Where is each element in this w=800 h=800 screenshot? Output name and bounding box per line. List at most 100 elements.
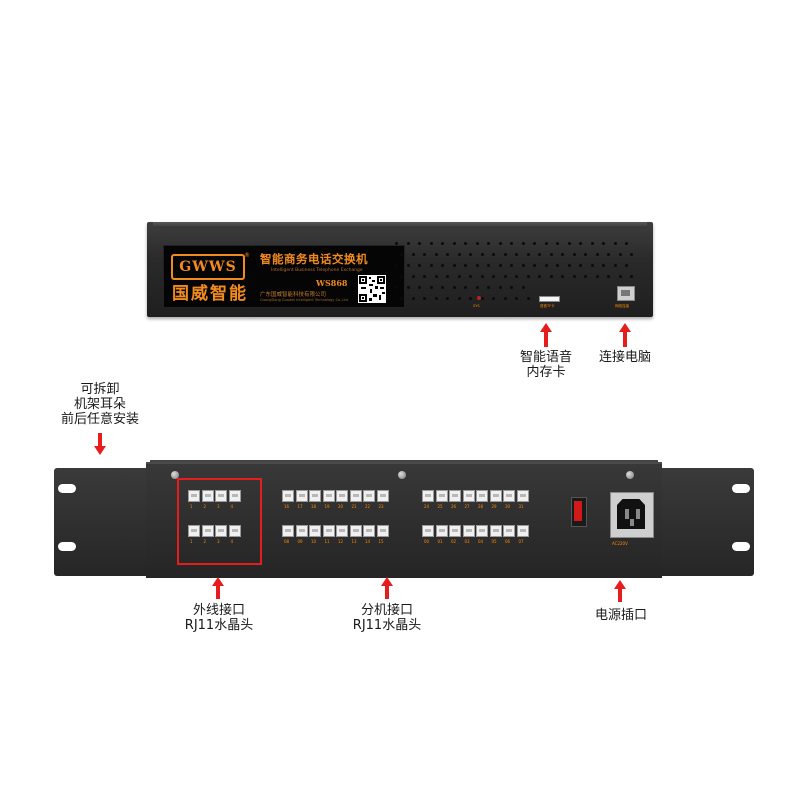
extension-port-number: 04: [478, 539, 484, 544]
extension-port[interactable]: [295, 490, 308, 502]
extension-port[interactable]: [489, 490, 502, 502]
vent-hole: [441, 264, 444, 267]
extension-port[interactable]: [462, 490, 475, 502]
vent-hole: [526, 275, 530, 278]
trunk-port-number: 3: [217, 539, 220, 544]
vent-hole: [452, 264, 456, 267]
extension-port[interactable]: [376, 525, 389, 537]
extension-port[interactable]: [435, 525, 448, 537]
lan-port[interactable]: [617, 286, 635, 301]
extension-port[interactable]: [309, 490, 321, 502]
vent-hole: [579, 242, 582, 245]
vent-hole: [515, 253, 518, 256]
vent-hole: [584, 253, 587, 256]
vent-hole: [526, 253, 530, 256]
extension-port[interactable]: [503, 525, 515, 537]
vent-hole: [441, 286, 444, 289]
front-top-bevel: [153, 222, 647, 228]
tf-card-slot[interactable]: [539, 296, 560, 302]
extension-port[interactable]: [282, 525, 294, 537]
vent-hole: [406, 264, 410, 267]
vent-hole: [411, 253, 415, 256]
brand-name-cn: 国威智能: [172, 284, 248, 304]
extension-port[interactable]: [476, 490, 488, 502]
extension-port[interactable]: [376, 490, 389, 502]
extension-port[interactable]: [489, 525, 502, 537]
trunk-port-number: 2: [203, 539, 207, 544]
extension-port-number: 00: [424, 539, 430, 544]
extension-port-number: 03: [464, 539, 470, 544]
trunk-port[interactable]: [228, 525, 241, 537]
arrow-up-icon: [619, 323, 631, 347]
vent-hole: [452, 286, 456, 289]
vent-hole: [492, 253, 495, 256]
vent-hole: [475, 264, 479, 267]
extension-port[interactable]: [503, 490, 515, 502]
trunk-port[interactable]: [188, 525, 200, 537]
vent-hole: [503, 297, 507, 300]
extension-port[interactable]: [336, 490, 348, 502]
extension-port[interactable]: [349, 525, 362, 537]
vent-hole: [423, 297, 426, 300]
vent-hole: [475, 286, 479, 289]
vent-hole: [411, 275, 415, 278]
extension-port[interactable]: [476, 525, 488, 537]
vent-hole: [567, 242, 571, 245]
extension-port-number: 05: [491, 539, 497, 544]
vent-hole: [400, 253, 403, 256]
trunk-port[interactable]: [201, 525, 214, 537]
extension-port-number: 21: [351, 504, 357, 509]
trunk-port[interactable]: [215, 525, 227, 537]
vent-hole: [510, 264, 513, 267]
trunk-port-number: 1: [190, 504, 193, 509]
trunk-port[interactable]: [201, 490, 214, 502]
power-socket[interactable]: [610, 492, 654, 538]
arrow-up-icon: [614, 580, 626, 602]
power-switch[interactable]: [571, 497, 587, 527]
extension-port-number: 02: [451, 539, 457, 544]
extension-port-number: 11: [324, 539, 330, 544]
vent-hole: [434, 297, 438, 300]
extension-port-number: 12: [338, 539, 344, 544]
extension-port[interactable]: [363, 490, 375, 502]
vent-hole: [457, 253, 461, 256]
trunk-port-number: 2: [203, 504, 207, 509]
extension-port-number: 01: [437, 539, 443, 544]
extension-port[interactable]: [322, 525, 335, 537]
vent-hole: [429, 286, 433, 289]
extension-port[interactable]: [462, 525, 475, 537]
pc-annotation: 连接电脑: [598, 350, 651, 365]
vent-hole: [395, 264, 398, 267]
power-annotation: 电源插口: [594, 608, 647, 623]
extension-port[interactable]: [516, 490, 529, 502]
extension-port[interactable]: [295, 525, 308, 537]
trunk-port[interactable]: [188, 490, 200, 502]
extension-port[interactable]: [435, 490, 448, 502]
screw-icon: [626, 471, 634, 479]
extension-port[interactable]: [516, 525, 529, 537]
extension-port-number: 18: [311, 504, 317, 509]
extension-port[interactable]: [336, 525, 348, 537]
extension-port[interactable]: [363, 525, 375, 537]
ventilation-grille: [395, 242, 635, 312]
extension-port[interactable]: [309, 525, 321, 537]
trunk-port-number: 4: [230, 504, 234, 509]
trunk-port[interactable]: [228, 490, 241, 502]
vent-hole: [533, 264, 536, 267]
trunk-port[interactable]: [215, 490, 227, 502]
extension-port[interactable]: [422, 490, 434, 502]
registered-mark: ®: [244, 252, 250, 259]
vent-hole: [423, 253, 426, 256]
extension-port[interactable]: [282, 490, 294, 502]
extension-port[interactable]: [349, 490, 362, 502]
extension-port[interactable]: [449, 490, 461, 502]
arrow-down-icon: [94, 433, 106, 455]
extension-port[interactable]: [322, 490, 335, 502]
extension-port[interactable]: [449, 525, 461, 537]
vent-hole: [515, 275, 518, 278]
extension-port[interactable]: [422, 525, 434, 537]
vent-hole: [395, 286, 398, 289]
extension-port-number: 31: [518, 504, 524, 509]
vent-hole: [544, 242, 548, 245]
vent-hole: [464, 264, 467, 267]
